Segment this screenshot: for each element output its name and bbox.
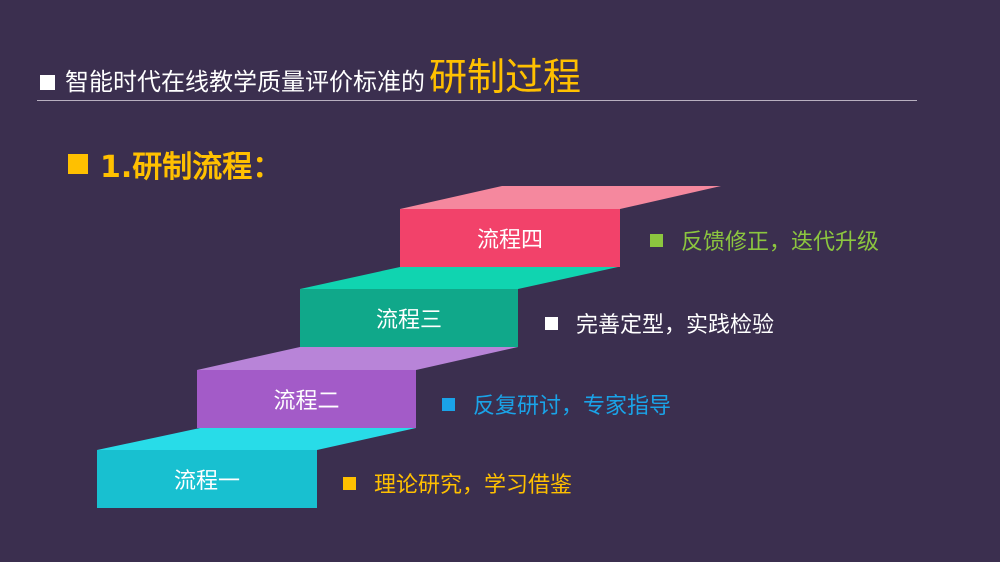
- step-3: 流程三: [300, 289, 518, 347]
- bullet-square-icon: [40, 75, 55, 90]
- step-desc-text: 反馈修正，迭代升级: [681, 230, 880, 255]
- step-3-desc: 完善定型，实践检验: [545, 307, 774, 339]
- step-2-desc: 反复研讨，专家指导: [442, 388, 671, 420]
- step-1: 流程一: [97, 450, 317, 508]
- step-label: 流程一: [173, 469, 240, 494]
- step-2-top: [197, 347, 518, 370]
- step-3-top: [300, 267, 618, 289]
- step-4-desc: 反馈修正，迭代升级: [650, 224, 879, 256]
- step-1-top: [97, 428, 416, 450]
- bullet-square-icon: [343, 476, 356, 490]
- step-desc-text: 理论研究，学习借鉴: [374, 473, 573, 498]
- step-desc-text: 反复研讨，专家指导: [473, 394, 672, 419]
- step-label: 流程二: [273, 389, 340, 414]
- step-2: 流程二: [197, 370, 416, 428]
- slide-title: 智能时代在线教学质量评价标准的 研制过程: [40, 46, 581, 101]
- title-divider: [37, 100, 917, 101]
- step-4: 流程四: [400, 209, 620, 267]
- bullet-square-icon: [442, 397, 455, 411]
- step-label: 流程四: [476, 228, 543, 253]
- bullet-square-icon: [68, 154, 88, 174]
- step-label: 流程三: [375, 308, 442, 333]
- section-heading-text: 1.研制流程：: [100, 150, 283, 185]
- bullet-square-icon: [650, 233, 663, 247]
- bullet-square-icon: [545, 316, 558, 330]
- step-4-top: [400, 186, 721, 209]
- title-text: 智能时代在线教学质量评价标准的: [65, 68, 425, 96]
- step-1-desc: 理论研究，学习借鉴: [343, 467, 572, 499]
- step-desc-text: 完善定型，实践检验: [576, 313, 775, 338]
- title-highlight: 研制过程: [429, 55, 582, 99]
- section-heading: 1.研制流程：: [68, 142, 282, 186]
